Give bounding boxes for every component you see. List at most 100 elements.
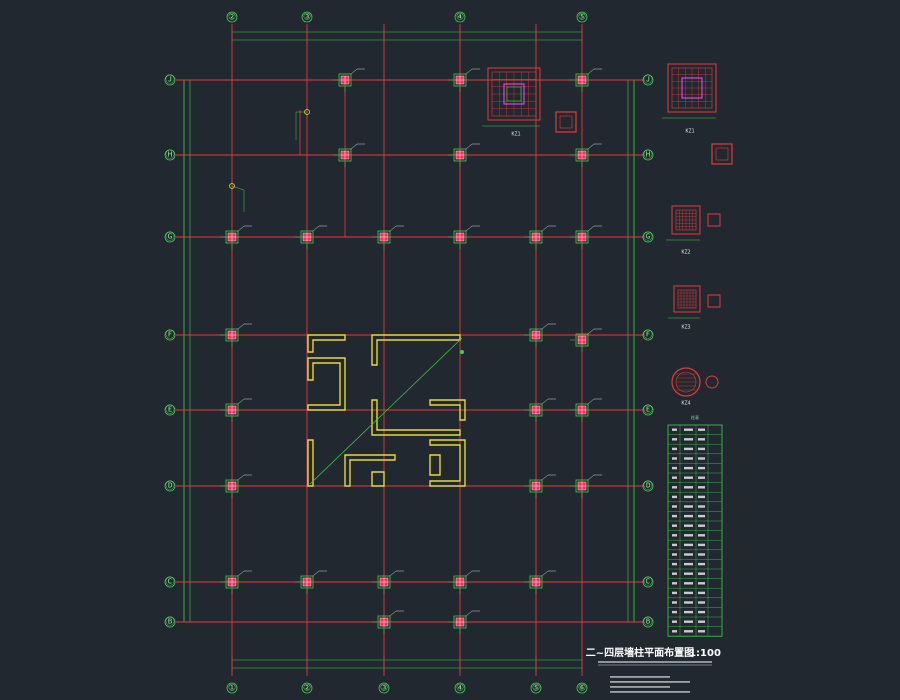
- schedule-cell-13-1: [684, 553, 693, 556]
- column-17: [570, 398, 602, 422]
- schedule-cell-7-0: [672, 495, 677, 499]
- column-27-outline: [453, 615, 467, 629]
- schedule-cell-21-1: [684, 630, 693, 633]
- column-2-leader: [587, 68, 595, 75]
- schedule-cell-15-0: [672, 572, 677, 575]
- schedule-cell-2-1: [684, 447, 693, 451]
- schedule-cell-10-2: [698, 524, 705, 527]
- schedule-cell-4-2: [698, 466, 705, 470]
- column-0: [333, 68, 365, 92]
- detail-label-2: KZ2: [681, 250, 690, 256]
- column-27: [448, 610, 480, 634]
- axis-bubble-bottom-3: [454, 682, 466, 694]
- column-10-leader: [541, 225, 549, 232]
- schedule-cell-11-2: [698, 534, 705, 537]
- column-16: [524, 398, 556, 422]
- core-marker: [460, 350, 464, 354]
- axis-bubble-right-1: [642, 149, 654, 161]
- axis-label-top-1: ③: [303, 13, 311, 23]
- core-wall-0: [307, 334, 346, 353]
- detail-kz1-b-section: [711, 143, 733, 165]
- schedule-cell-1-0: [672, 438, 677, 441]
- schedule-cell-19-2: [698, 610, 705, 614]
- core-wall-7: [371, 471, 385, 487]
- schedule-cell-21-0: [672, 630, 677, 633]
- column-11-outline: [575, 230, 589, 244]
- axis-bubble-bottom-5: [576, 682, 588, 694]
- schedule-cell-7-1: [684, 495, 693, 499]
- schedule-cell-9-1: [684, 514, 693, 518]
- schedule-cell-18-2: [698, 601, 705, 604]
- detail-kz1-a-section-inner: [559, 115, 573, 129]
- axis-bubble-top-1: [301, 11, 313, 23]
- schedule-cell-10-0: [672, 524, 677, 527]
- column-6-leader: [237, 225, 245, 232]
- schedule-cell-5-2: [698, 476, 705, 479]
- column-17-outline: [575, 403, 589, 417]
- column-18-outline: [225, 479, 239, 493]
- column-20-leader: [587, 474, 595, 481]
- axis-label-left-0: Ⓙ: [165, 75, 174, 86]
- schedule-cell-12-1: [684, 543, 693, 547]
- schedule-cell-20-2: [698, 620, 705, 623]
- schedule-table-title: 柱表: [691, 414, 699, 420]
- column-4-leader: [465, 143, 473, 150]
- note-line-3: [610, 691, 690, 693]
- schedule-cell-17-2: [698, 591, 705, 595]
- schedule-cell-2-2: [698, 447, 705, 451]
- note-line-1: [610, 681, 690, 683]
- detail-label-3: KZ3: [681, 325, 690, 331]
- schedule-cell-7-2: [698, 495, 705, 499]
- column-7-outline: [300, 230, 314, 244]
- axis-label-left-6: Ⓒ: [165, 577, 174, 588]
- schedule-cell-18-0: [672, 601, 677, 604]
- schedule-cell-8-0: [672, 505, 677, 508]
- detail-label-4: KZ4: [681, 401, 690, 407]
- detail-kz3-section: [707, 294, 721, 308]
- schedule-cell-0-0: [672, 428, 677, 431]
- column-9-leader: [465, 225, 473, 232]
- axis-bubble-right-7: [642, 616, 654, 628]
- axis-label-bottom-3: ④: [456, 684, 464, 694]
- schedule-cell-15-1: [684, 572, 693, 575]
- schedule-cell-12-2: [698, 543, 705, 547]
- column-5-leader: [587, 143, 595, 150]
- column-25: [524, 570, 556, 594]
- column-25-leader: [541, 570, 549, 577]
- axis-label-bottom-0: ①: [228, 684, 236, 694]
- column-13-outline: [529, 328, 543, 342]
- schedule-cell-14-1: [684, 562, 693, 566]
- column-14: [570, 328, 602, 352]
- axis-bubble-bottom-0: [226, 682, 238, 694]
- column-2-outline: [575, 73, 589, 87]
- schedule-cell-19-1: [684, 610, 693, 614]
- axis-label-left-2: Ⓖ: [165, 232, 174, 243]
- column-12-outline: [225, 328, 239, 342]
- column-26-outline: [377, 615, 391, 629]
- detail-kz1-a-green: [506, 86, 522, 102]
- column-20-outline: [575, 479, 589, 493]
- column-14-outline: [575, 333, 589, 347]
- detail-kz3-outer: [673, 285, 701, 313]
- schedule-cell-14-2: [698, 562, 705, 566]
- axis-bubble-right-0: [642, 74, 654, 86]
- core-wall-2: [371, 334, 461, 366]
- detail-kz1-a: [482, 67, 541, 127]
- column-16-leader: [541, 398, 549, 405]
- axis-label-right-3: Ⓕ: [643, 330, 652, 341]
- column-15: [220, 398, 252, 422]
- axis-bubble-right-6: [642, 576, 654, 588]
- schedule-cell-1-2: [698, 438, 705, 441]
- axis-bubble-bottom-1: [301, 682, 313, 694]
- column-15-leader: [237, 398, 245, 405]
- axis-bubble-top-2: [454, 11, 466, 23]
- column-19-outline: [529, 479, 543, 493]
- schedule-cell-13-0: [672, 553, 677, 556]
- pin-2-leader: [295, 111, 307, 140]
- axis-bubble-left-2: [164, 231, 176, 243]
- axis-bubble-left-0: [164, 74, 176, 86]
- axis-label-top-2: ④: [456, 13, 464, 23]
- axis-label-right-7: Ⓑ: [643, 617, 652, 628]
- column-21-outline: [225, 575, 239, 589]
